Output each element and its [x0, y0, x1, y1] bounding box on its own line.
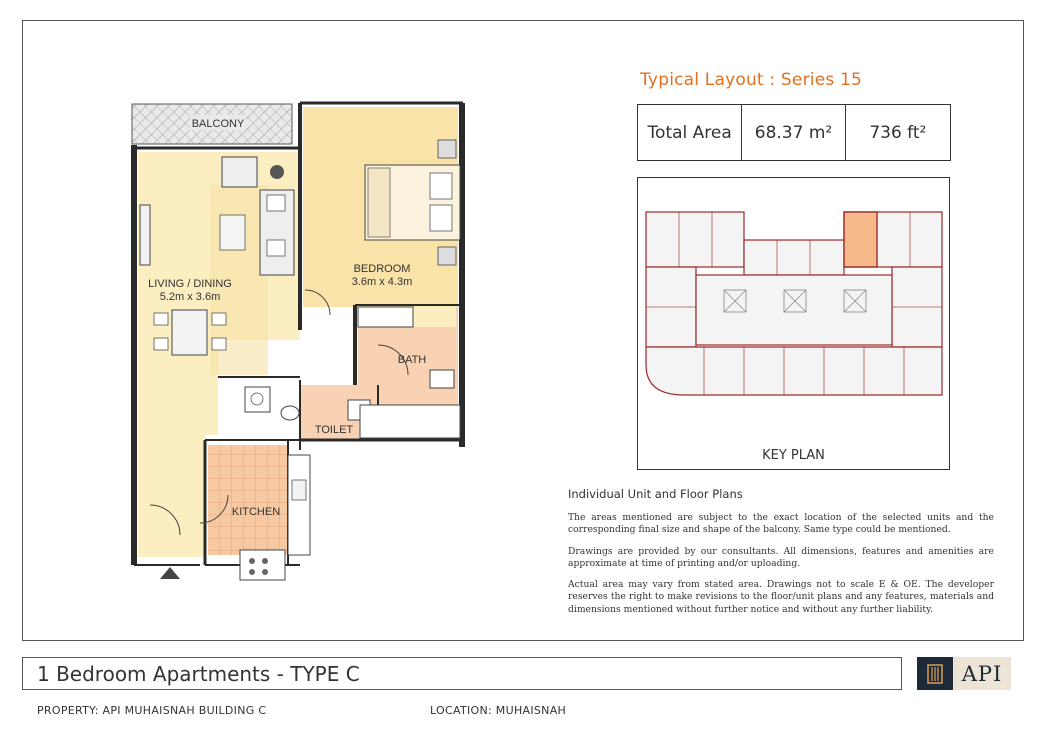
kitchen-label: KITCHEN	[232, 506, 280, 518]
total-area-sqft: 736 ft²	[869, 122, 927, 143]
notes: Individual Unit and Floor Plans The area…	[568, 487, 994, 625]
area-table: Total Area 68.37 m² 736 ft²	[637, 104, 951, 161]
key-plan-unit-highlight	[843, 211, 878, 268]
kitchen-counter	[239, 454, 311, 581]
key-plan-label: KEY PLAN	[762, 448, 825, 463]
note-1: The areas mentioned are subject to the e…	[568, 512, 994, 536]
wardrobe	[357, 306, 414, 328]
tv-unit	[139, 204, 151, 266]
footer-location: LOCATION: MUHAISNAH	[430, 704, 567, 717]
kitchen-floor	[208, 445, 288, 555]
key-plan-drawing	[645, 211, 943, 396]
layout-title: Typical Layout : Series 15	[640, 70, 863, 90]
brand-name: API	[953, 657, 1011, 690]
washer	[244, 386, 271, 413]
living-dining-dims: 5.2m x 3.6m	[160, 291, 221, 303]
balcony-label: BALCONY	[192, 118, 245, 130]
bed	[364, 139, 461, 266]
door-swings	[149, 289, 409, 536]
sofa	[219, 189, 295, 276]
entrance-arrow-icon	[160, 567, 180, 579]
note-3: Actual area may vary from stated area. D…	[568, 579, 994, 615]
total-area-sqm: 68.37 m²	[742, 105, 846, 160]
brand-logo: API	[917, 657, 1011, 690]
note-2: Drawings are provided by our consultants…	[568, 545, 994, 569]
dining-set	[153, 309, 227, 356]
floor-plan-drawing: BALCONY	[131, 101, 465, 581]
living-dining-label: LIVING / DINING	[148, 278, 232, 290]
api-logo-icon	[917, 657, 953, 690]
bedroom-dims: 3.6m x 4.3m	[352, 276, 413, 288]
armchair	[221, 156, 258, 188]
wash-basin	[280, 405, 300, 421]
footer-property: PROPERTY: API MUHAISNAH BUILDING C	[37, 704, 267, 717]
bath-tub	[359, 404, 461, 439]
notes-heading: Individual Unit and Floor Plans	[568, 487, 743, 501]
bath-label: BATH	[398, 354, 427, 366]
toilet-label: TOILET	[315, 424, 354, 436]
key-plan: KEY PLAN	[637, 177, 950, 470]
bedroom-label: BEDROOM	[354, 263, 411, 275]
floor-plan: BALCONY	[100, 95, 480, 600]
unit-type-title: 1 Bedroom Apartments - TYPE C	[22, 657, 902, 690]
side-table	[270, 165, 284, 179]
bath-wc	[429, 369, 455, 389]
total-area-label: Total Area	[638, 105, 743, 160]
